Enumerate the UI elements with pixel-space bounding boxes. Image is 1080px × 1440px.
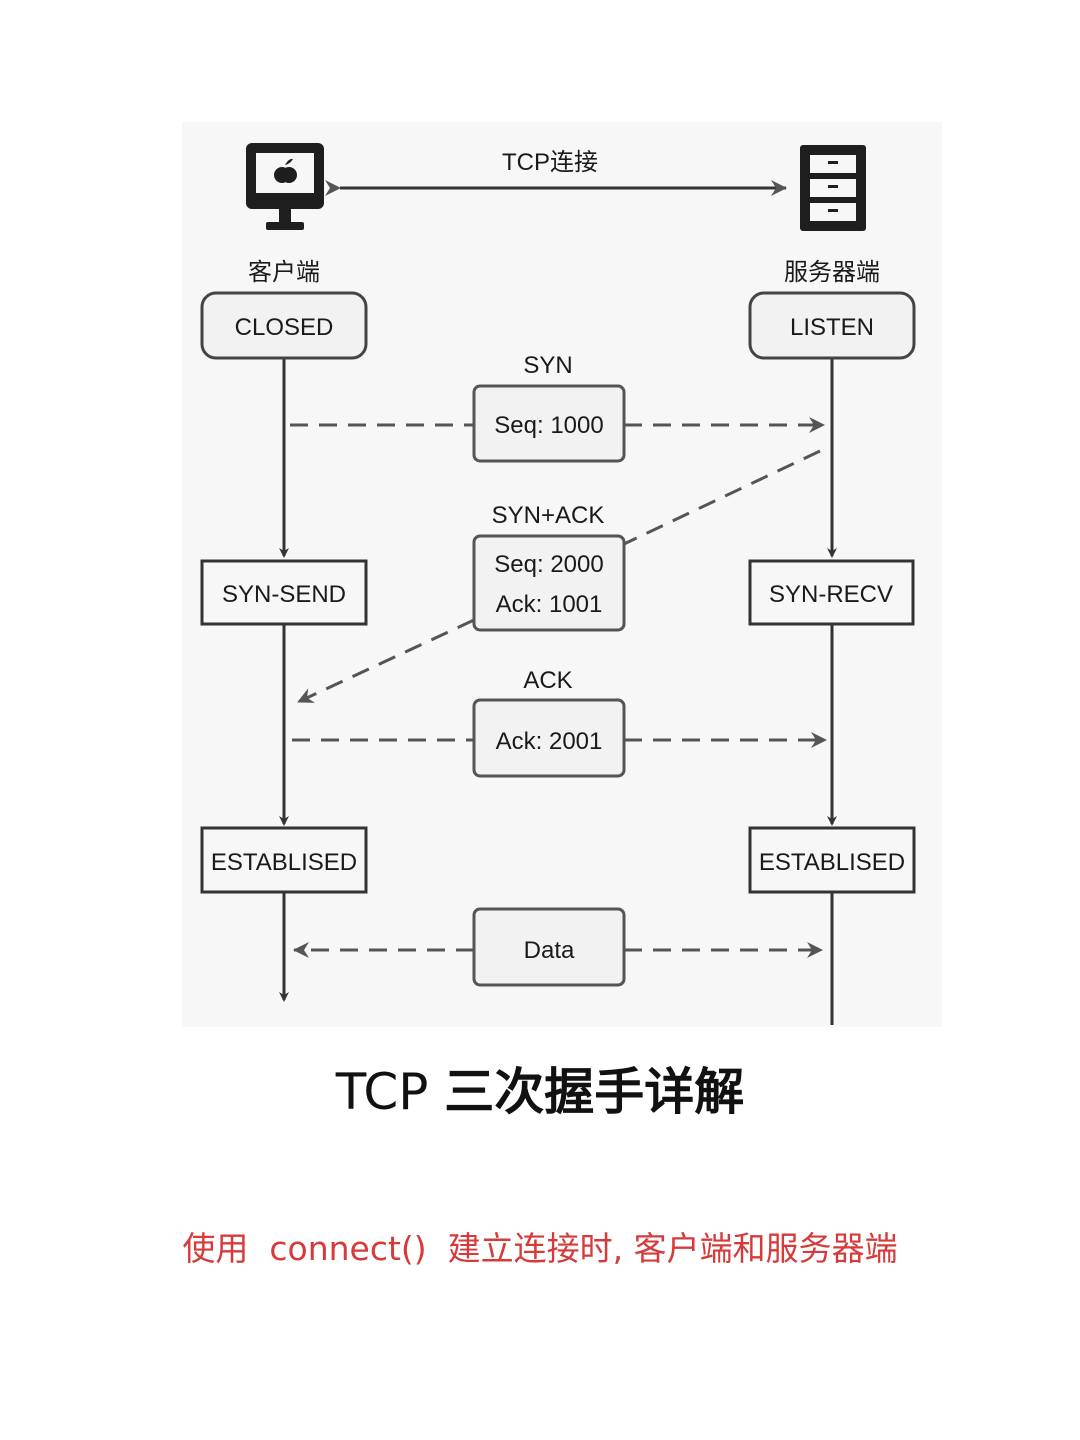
ack-title: ACK (523, 667, 572, 694)
state-client-closed: CLOSED (200, 291, 368, 360)
caption-text: 使用 connect() 建立连接时, 客户端和服务器端 (182, 1229, 898, 1268)
tcp-handshake-diagram: TCP连接 客户端 服务器端 CLOSED LISTEN SYN-SEND SY… (200, 143, 916, 1025)
synack-message-box: Seq: 2000 Ack: 1001 (472, 534, 626, 632)
ack-message-box: Ack: 2001 (472, 698, 626, 778)
syn-title: SYN (523, 352, 572, 379)
server-rack-icon (800, 145, 866, 231)
data-label: Data (524, 937, 575, 964)
page-title: TCP 三次握手详解 (0, 1052, 1080, 1124)
syn-seq: Seq: 1000 (494, 412, 603, 439)
synack-arrow-upper (623, 449, 821, 546)
state-server-syn-recv: SYN-RECV (748, 559, 915, 626)
state-label: LISTEN (790, 314, 874, 341)
computer-icon (246, 143, 324, 230)
synack-seq: Seq: 2000 (494, 551, 603, 578)
synack-ack: Ack: 1001 (496, 591, 603, 618)
state-server-listen: LISTEN (748, 291, 916, 360)
ack-value: Ack: 2001 (496, 728, 603, 755)
state-server-established: ESTABLISED (748, 826, 916, 894)
state-label: SYN-RECV (769, 581, 893, 608)
state-client-syn-send: SYN-SEND (200, 559, 368, 626)
page-title-zh: 三次握手详解 (444, 1063, 745, 1121)
server-label: 服务器端 (784, 259, 880, 286)
synack-title: SYN+ACK (492, 502, 605, 529)
data-message-box: Data (472, 907, 626, 987)
connection-label: TCP连接 (502, 149, 598, 176)
state-label: ESTABLISED (211, 849, 357, 876)
state-client-established: ESTABLISED (200, 826, 368, 894)
state-label: SYN-SEND (222, 581, 346, 608)
state-label: ESTABLISED (759, 849, 905, 876)
syn-message-box: Seq: 1000 (472, 384, 626, 463)
state-label: CLOSED (235, 314, 334, 341)
client-label: 客户端 (248, 259, 320, 286)
synack-arrow-lower (297, 618, 475, 704)
page-title-en: TCP (335, 1063, 429, 1121)
